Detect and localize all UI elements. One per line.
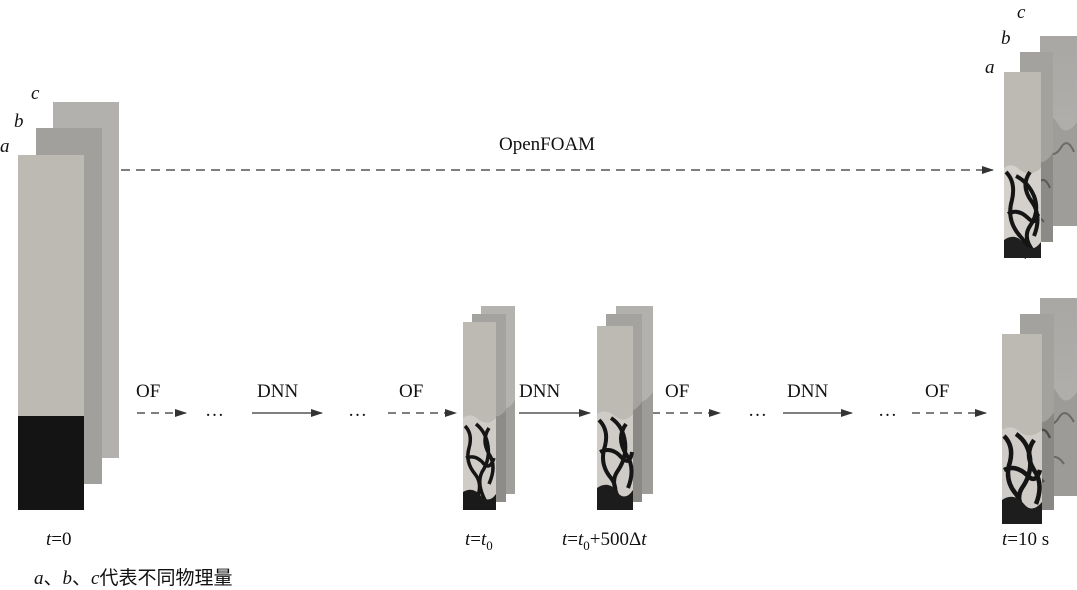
step-label-dnn: DNN xyxy=(257,381,298,402)
stack-t0-500dt xyxy=(597,306,653,510)
step-label-of: OF xyxy=(925,381,949,402)
mixing-plume xyxy=(463,489,496,510)
mixing-plume xyxy=(463,422,496,503)
layer-label-c: c xyxy=(31,83,40,104)
figure-caption: a、b、c代表不同物理量 xyxy=(34,568,233,589)
step-label-ellipsis: … xyxy=(205,400,224,421)
mixing-plume xyxy=(1004,170,1040,259)
layer-label-b: b xyxy=(14,111,24,132)
openfoam-final-stack xyxy=(1004,36,1077,259)
step-label-ellipsis: … xyxy=(878,400,897,421)
dnn-final-stack xyxy=(1002,298,1077,524)
time-label-t-equals-t0: t=t0 xyxy=(465,529,493,553)
step-label-of: OF xyxy=(665,381,689,402)
layer-label-a: a xyxy=(985,57,995,78)
time-label-t10s: t=10 s xyxy=(1002,529,1049,550)
layer-label-b: b xyxy=(1001,28,1011,49)
step-label-dnn: DNN xyxy=(787,381,828,402)
step-label-ellipsis: … xyxy=(348,400,367,421)
heavy-fluid-region xyxy=(18,416,84,510)
mixing-plume xyxy=(597,484,633,510)
mixing-plume xyxy=(597,416,634,508)
openfoam-label: OpenFOAM xyxy=(499,134,595,155)
mixing-plume xyxy=(1002,432,1043,524)
stack-t0 xyxy=(463,306,515,510)
step-label-dnn: DNN xyxy=(519,381,560,402)
time-label-t0: t=0 xyxy=(46,529,72,550)
initial-state-stack xyxy=(18,102,119,510)
layer-label-a: a xyxy=(0,136,10,157)
step-label-of: OF xyxy=(399,381,423,402)
mixing-plume xyxy=(1004,236,1041,258)
step-label-of: OF xyxy=(136,381,160,402)
mixing-plume xyxy=(1002,496,1042,524)
layer-label-c: c xyxy=(1017,2,1026,23)
time-label-t0-plus-500dt: t=t0+500Δt xyxy=(562,529,647,553)
step-label-ellipsis: … xyxy=(748,400,767,421)
